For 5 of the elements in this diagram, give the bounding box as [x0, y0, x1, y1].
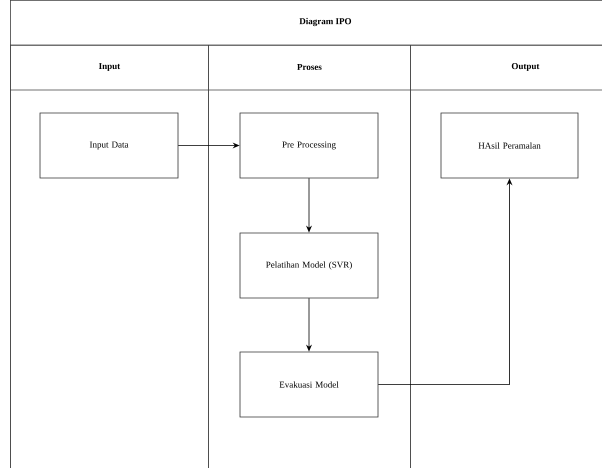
process-box: Evakuasi Model	[240, 352, 378, 418]
process-box: Pre Processing	[240, 112, 378, 178]
process-box: Pelatihan Model (SVR)	[240, 232, 378, 298]
process-box: Input Data	[40, 112, 178, 178]
process-box: HAsil Peramalan	[440, 112, 578, 178]
